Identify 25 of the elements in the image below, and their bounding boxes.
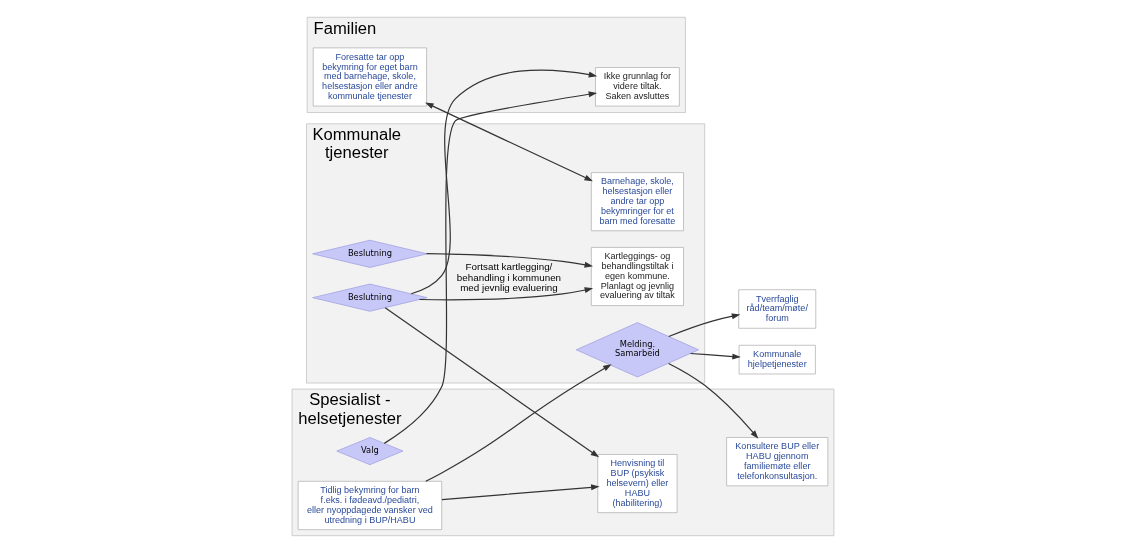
- edge-label: Fortsatt kartlegging/ behandling i kommunen med jevnlig evaluering: [456, 261, 562, 294]
- node-box: Tverrfaglig råd/team/møte/ forum: [738, 289, 817, 329]
- node-box: Tidlig bekymring for barn f.eks. i fødeavd./pediatri, eller nyoppdagede vansker ved utredning i BUP/HABU: [297, 480, 443, 531]
- arrow: [425, 102, 593, 182]
- arrow: [418, 287, 594, 301]
- node-diamond: Valg: [336, 437, 404, 466]
- arrow: [668, 313, 741, 338]
- arrow: [383, 91, 598, 444]
- node-box: Barnehage, skole, helsestasjon eller andre tar opp bekymringer for et barn med foresatte: [590, 172, 684, 232]
- node-box: Ikke grunnlag for videre tiltak. Saken avsluttes: [595, 67, 680, 107]
- node-diamond: Beslutning: [312, 239, 428, 268]
- arrow: [425, 253, 594, 268]
- node-box: Henvisning til BUP (psykisk helsevern) eller HABU (habilitering): [597, 454, 678, 514]
- node-diamond: Beslutning: [312, 283, 428, 312]
- arrow: [689, 352, 741, 360]
- arrow: [384, 307, 600, 458]
- node-box: Konsultere BUP eller HABU gjennom familiemøte eller telefonkonsultasjon.: [726, 437, 829, 487]
- arrow: [410, 69, 598, 295]
- node-box: Kartleggings- og behandlingstiltak i egen kommune. Planlagt og jevnlig evaluering av tiltak: [590, 247, 684, 306]
- node-box: Kommunale hjelpetjenester: [738, 344, 816, 375]
- arrow: [425, 364, 612, 482]
- node-box: Foresatte tar opp bekymring for eget barn med barnehage, skole, helsestasjon eller andre kommunale tjenester: [312, 47, 427, 107]
- arrow: [668, 362, 759, 439]
- arrow: [441, 484, 600, 501]
- node-diamond: Melding. Samarbeid: [575, 322, 700, 378]
